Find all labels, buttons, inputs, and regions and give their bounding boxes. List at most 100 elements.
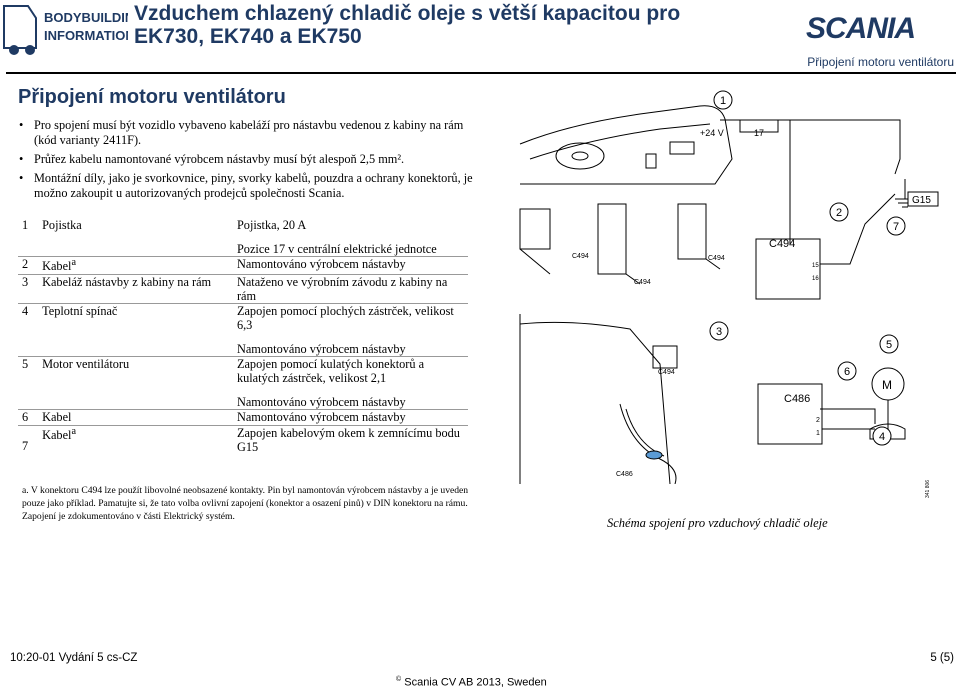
- description-line: Pozice 17 v centrální elektrické jednotc…: [236, 242, 437, 256]
- steering-wheel-icon: [555, 142, 605, 170]
- logo-line1: BODYBUILDING: [44, 10, 128, 25]
- table-row: 7 Kabela Zapojen kabelovým okem k zemníc…: [18, 425, 468, 455]
- central-electric-unit: [669, 141, 695, 155]
- footnote-marker: a: [71, 257, 77, 268]
- callout-4: [872, 426, 892, 446]
- table-row: 5 Motor ventilátoru Zapojen pomocí kulat…: [18, 356, 468, 410]
- wiring-diagram: +24 V 17 G15 C494 15 16 C486 2 1 M C494 …: [519, 90, 939, 484]
- pin-label: 1: [816, 430, 820, 437]
- part-label: Kabel: [42, 428, 72, 443]
- part-name: Kabeláž nástavby z kabiny na rám: [42, 274, 237, 304]
- description-line: Zapojen kabelovým okem k zemnícímu bodu …: [236, 426, 460, 455]
- copyright-text: Scania CV AB 2013, Sweden: [404, 676, 547, 689]
- page-number: 5 (5): [930, 652, 954, 664]
- callout-number: 1: [720, 95, 726, 107]
- header-divider: [6, 72, 956, 74]
- copyright: © Scania CV AB 2013, Sweden: [396, 676, 547, 689]
- callout-5: [879, 334, 899, 354]
- connector-c486-box: [757, 383, 823, 445]
- description-line: Namontováno výrobcem nástavby: [236, 410, 406, 425]
- dashboard-line: [529, 123, 711, 160]
- part-description: Namontováno výrobcem nástavby: [236, 409, 468, 426]
- document-issue: 10:20-01 Vydání 5 cs-CZ: [10, 652, 138, 664]
- callout-number: 4: [879, 431, 885, 443]
- parts-table: 1 Pojistka Pojistka, 20 A Pozice 17 v ce…: [18, 218, 468, 455]
- document-title-line1: Vzduchem chlazený chladič oleje s větší …: [134, 2, 681, 25]
- motor-label: M: [882, 378, 892, 392]
- row-number: 4: [18, 303, 43, 357]
- part-description: Pojistka, 20 A Pozice 17 v centrální ele…: [237, 218, 468, 257]
- row-number: 7: [18, 425, 43, 455]
- bullet-list: Pro spojení musí být vozidlo vybaveno ka…: [12, 118, 482, 205]
- description-line: Namontováno výrobcem nástavby: [236, 342, 406, 357]
- cab-outline: [519, 105, 733, 185]
- ground-label-box: [907, 191, 939, 207]
- connector-c494-box: [755, 238, 821, 300]
- part-name: Pojistka: [42, 218, 82, 232]
- document-title: Vzduchem chlazený chladič oleje s větší …: [134, 2, 754, 48]
- table-row: 1 Pojistka Pojistka, 20 A Pozice 17 v ce…: [18, 218, 468, 257]
- row-number: 5: [18, 356, 43, 410]
- temperature-switch-icon: [869, 423, 906, 440]
- part-description: Zapojen pomocí plochých zástrček, veliko…: [236, 303, 468, 357]
- row-number: 2: [18, 255, 43, 275]
- part-name: Kabela: [42, 425, 237, 455]
- callout-number: 2: [836, 207, 842, 219]
- logo-line2: INFORMATION: [44, 28, 128, 43]
- table-row: 2 Kabela Namontováno výrobcem nástavby: [18, 255, 468, 275]
- bullet-item: Pro spojení musí být vozidlo vybaveno ka…: [12, 118, 482, 148]
- callout-1: [713, 90, 733, 110]
- part-name: Motor ventilátoru: [42, 356, 237, 410]
- description-line: Zapojen pomocí plochých zástrček, veliko…: [236, 304, 454, 333]
- part-description: Zapojen kabelovým okem k zemnícímu bodu …: [236, 425, 468, 455]
- description-line: Namontováno výrobcem nástavby: [236, 395, 406, 410]
- document-title-line2: EK730, EK740 a EK750: [134, 25, 362, 48]
- frame-wire: [820, 193, 896, 265]
- callout-number: 3: [716, 326, 722, 338]
- pin-label: 16: [812, 276, 819, 282]
- scania-wordmark: SCANIA: [806, 12, 915, 42]
- row-number: 3: [18, 274, 43, 304]
- table-row: 4 Teplotní spínač Zapojen pomocí plochýc…: [18, 303, 468, 357]
- callout-3: [709, 321, 729, 341]
- supply-wire: [720, 119, 901, 175]
- bullet-item: Průřez kabelu namontované výrobcem násta…: [12, 152, 482, 167]
- bodybuilding-information-logo: BODYBUILDING INFORMATION: [0, 0, 128, 58]
- table-footnote: a. V konektoru C494 lze použít libovolné…: [22, 485, 469, 522]
- section-heading: Připojení motoru ventilátoru: [18, 86, 286, 108]
- connector-tag: C494: [658, 369, 675, 376]
- description-line: Zapojen pomocí kulatých konektorů a kula…: [236, 357, 425, 386]
- description-line: Pojistka, 20 A: [236, 218, 307, 232]
- connector-tag: C486: [616, 471, 633, 478]
- callout-2: [829, 202, 849, 222]
- table-row: 6 Kabel Namontováno výrobcem nástavby: [18, 409, 468, 426]
- callout-number: 5: [886, 339, 892, 351]
- footnote-marker: a: [71, 426, 77, 438]
- part-label: Kabel: [42, 259, 72, 274]
- scania-logo: SCANIA: [806, 12, 916, 42]
- callout-number: 7: [893, 221, 899, 233]
- callout-6: [837, 361, 857, 381]
- callout-7: [886, 216, 906, 236]
- ground-wire: [895, 179, 915, 208]
- frame-bracket: [597, 203, 627, 275]
- frame-bracket: [519, 208, 551, 250]
- copyright-symbol: ©: [396, 676, 402, 683]
- frame-bracket: [677, 203, 707, 260]
- connector-c486-label: C486: [784, 393, 810, 405]
- supply-voltage-label: +24 V: [700, 128, 724, 138]
- bullet-item: Montážní díly, jako je svorkovnice, piny…: [12, 171, 482, 201]
- description-line: Nataženo ve výrobním závodu z kabiny na …: [236, 275, 448, 304]
- callout-number: 6: [844, 366, 850, 378]
- ground-label: G15: [912, 195, 931, 206]
- table-row: 3 Kabeláž nástavby z kabiny na rám Nataž…: [18, 274, 468, 304]
- header-section-subtitle: Připojení motoru ventilátoru: [807, 55, 954, 69]
- part-name: Kabela: [42, 255, 237, 275]
- connector-tag: C494: [708, 255, 725, 262]
- part-description: Namontováno výrobcem nástavby: [236, 255, 468, 275]
- figure-id: 341 806: [925, 479, 931, 498]
- row-number: 6: [18, 409, 43, 426]
- part-name: Kabel: [42, 409, 237, 426]
- description-line: Namontováno výrobcem nástavby: [236, 257, 406, 271]
- connector-tag: C494: [634, 279, 651, 286]
